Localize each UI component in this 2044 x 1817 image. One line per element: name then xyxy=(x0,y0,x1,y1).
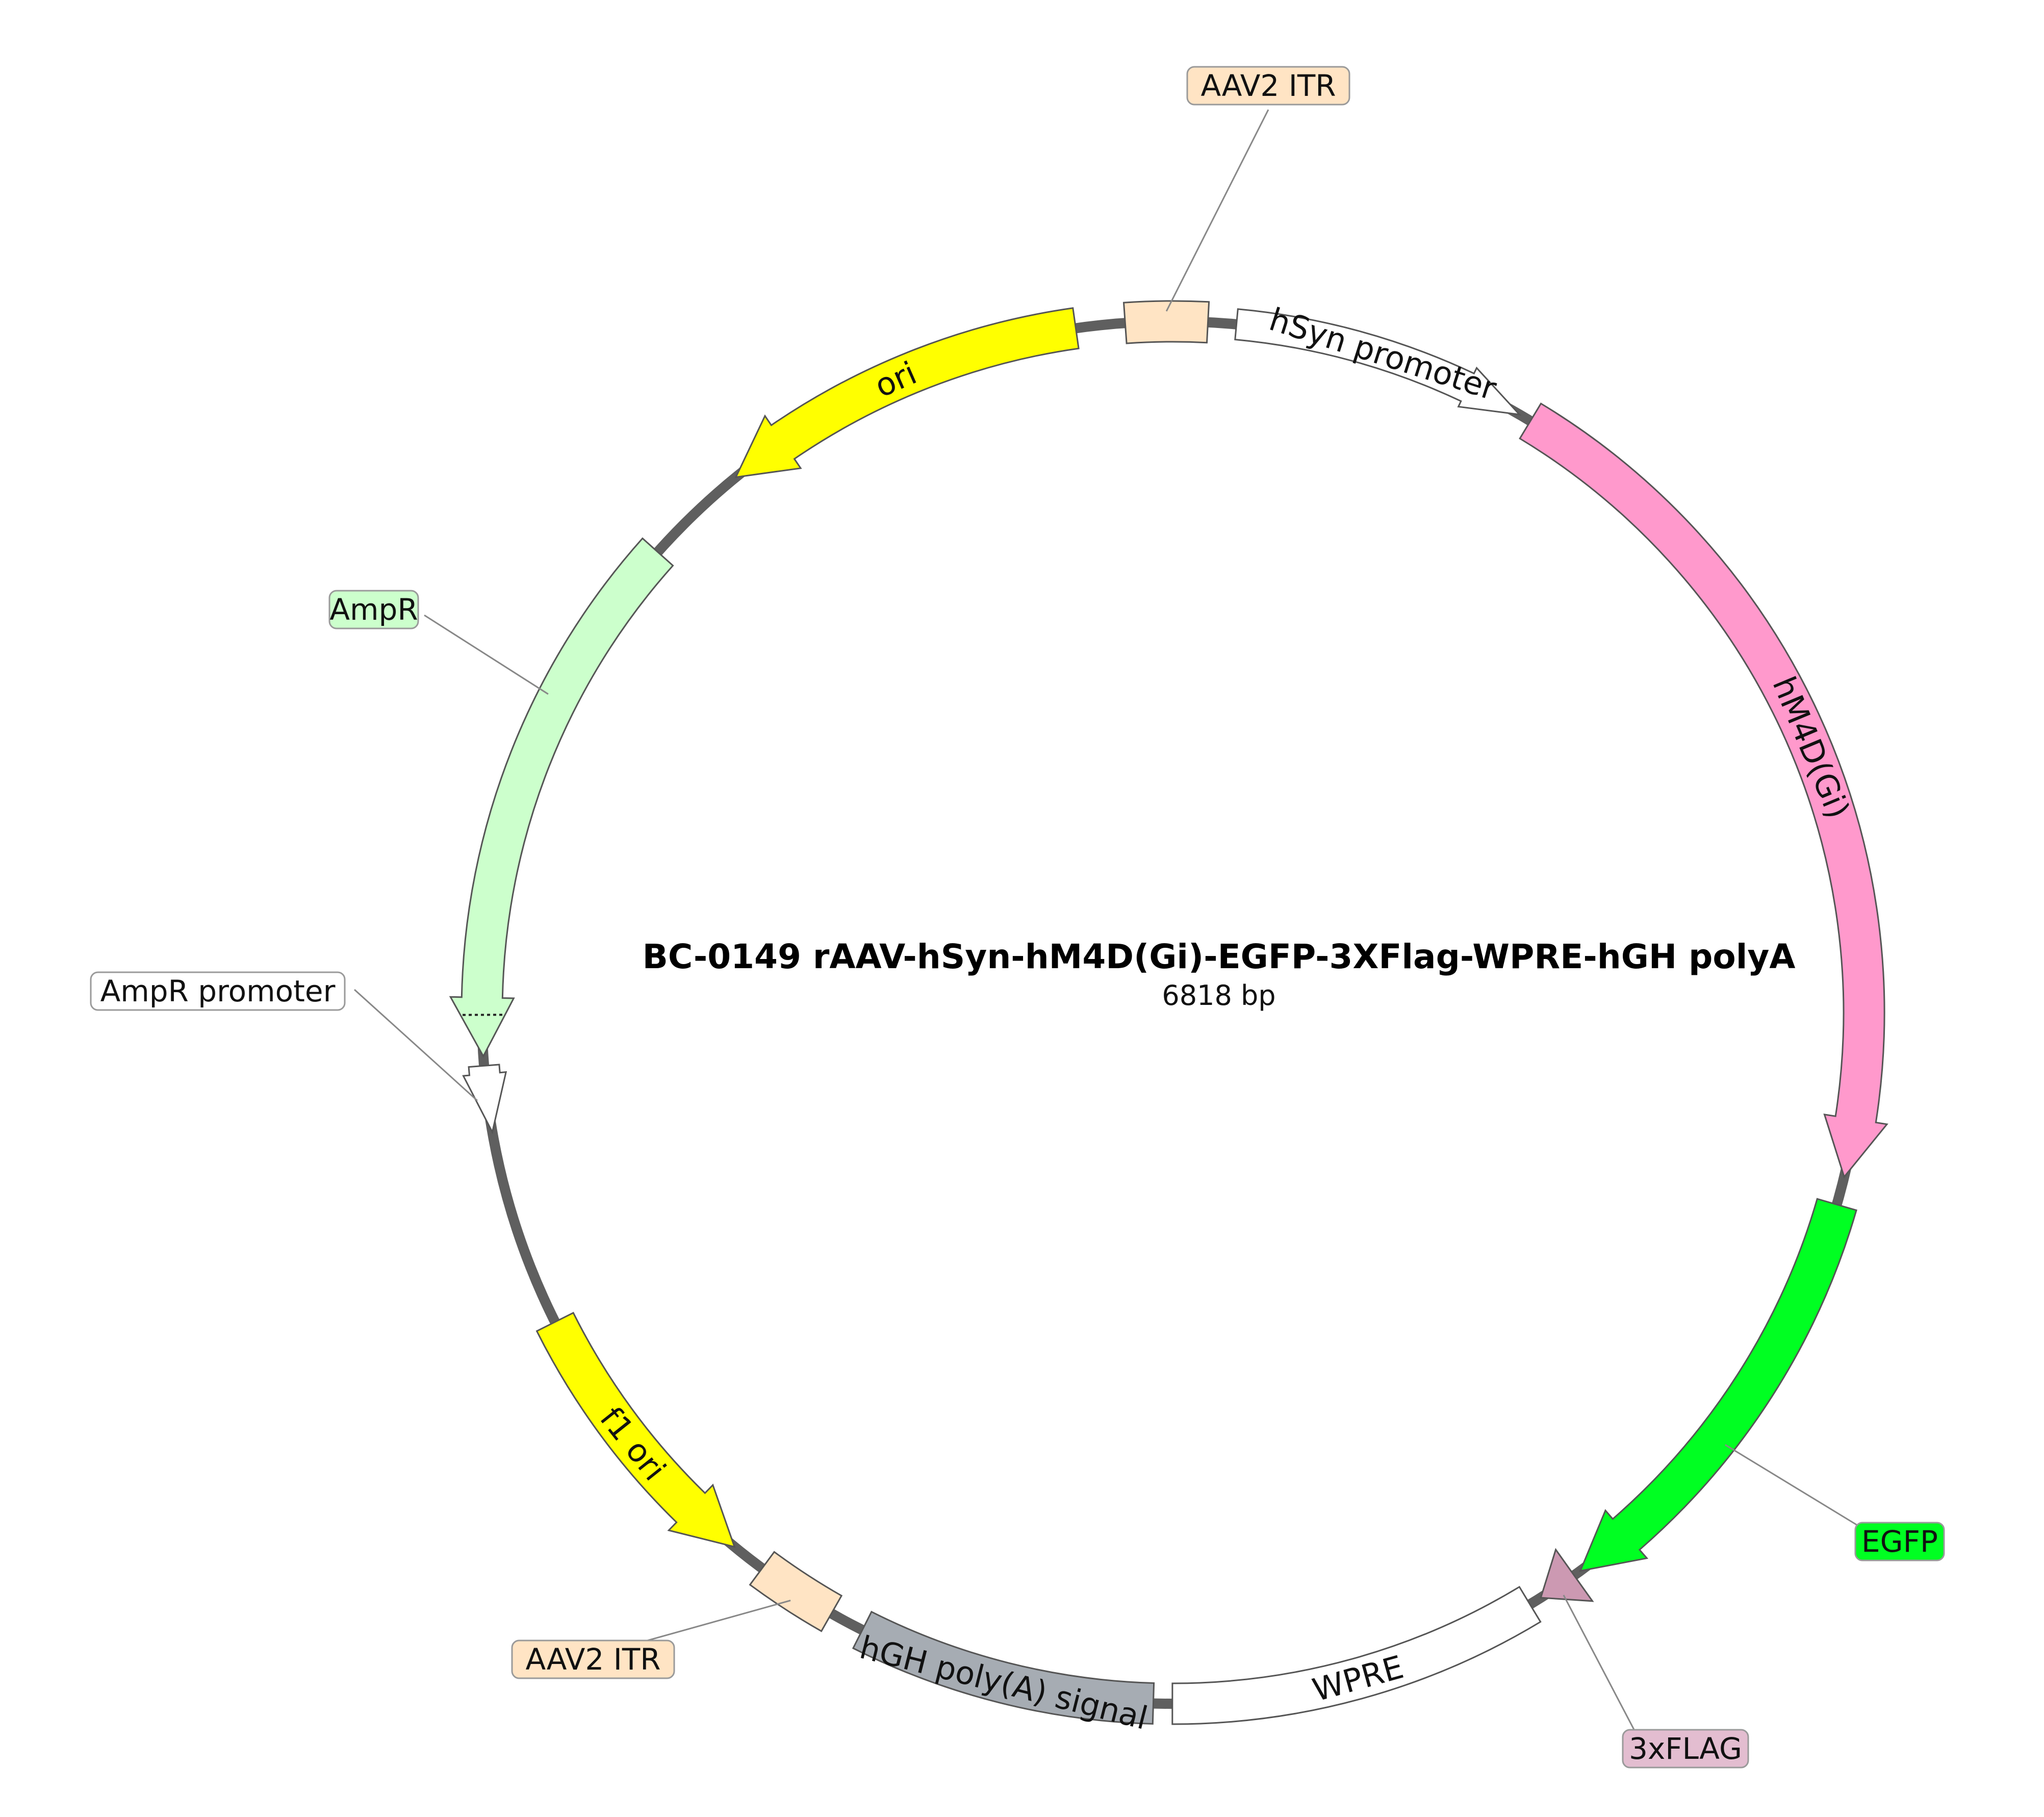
feature-label-hsyn-promoter: hSyn promoter xyxy=(1265,300,1501,408)
callout-3xflag-text: 3xFLAG xyxy=(1629,1731,1742,1766)
callout-aav2-itr-top-box xyxy=(1186,66,1350,106)
callout-aav2-itr-bottom-box xyxy=(511,1639,675,1679)
callout-ampr-box xyxy=(328,590,419,629)
feature-wpre[interactable] xyxy=(1171,1585,1542,1725)
callout-aav2-itr-top-leader xyxy=(1165,109,1269,312)
feature-ori[interactable] xyxy=(734,307,1080,478)
feature-aav2-itr-bottom[interactable] xyxy=(749,1551,843,1632)
callout-aav2-itr-bottom-leader xyxy=(636,1600,791,1645)
callout-ampr-promoter-text: AmpR promoter xyxy=(100,974,336,1008)
feature-egfp[interactable] xyxy=(1579,1198,1857,1572)
feature-layer xyxy=(449,300,1888,1725)
callout-egfp-leader xyxy=(1725,1444,1870,1533)
feature-3xflag[interactable] xyxy=(1540,1548,1594,1602)
callout-egfp-box xyxy=(1854,1522,1945,1561)
feature-f1-ori[interactable] xyxy=(535,1311,736,1548)
callout-ampr-promoter-leader xyxy=(353,989,478,1101)
callout-3xflag-box xyxy=(1622,1729,1749,1769)
feature-ampr-promoter[interactable] xyxy=(462,1064,507,1134)
callout-ampr-leader xyxy=(424,614,549,695)
callout-ampr-promoter-box xyxy=(90,971,346,1011)
callout-3xflag-leader xyxy=(1563,1595,1638,1736)
plasmid-title: BC-0149 rAAV-hSyn-hM4D(Gi)-EGFP-3XFlag-W… xyxy=(643,937,1796,976)
feature-hsyn-promoter[interactable] xyxy=(1234,308,1522,416)
feature-ampr[interactable] xyxy=(449,537,674,1058)
callout-egfp-text: EGFP xyxy=(1861,1524,1938,1559)
callout-ampr-text: AmpR xyxy=(329,592,418,627)
callout-aav2-itr-bottom-text: AAV2 ITR xyxy=(525,1642,660,1677)
feature-hm4d-gi[interactable] xyxy=(1519,402,1888,1179)
feature-hgh-polya[interactable] xyxy=(852,1610,1155,1725)
callout-layer: AAV2 ITR EGFP 3xFLAG AAV2 ITR AmpR promoter A… xyxy=(90,66,1945,1769)
plasmid-size: 6818 bp xyxy=(1162,979,1275,1012)
callout-aav2-itr-top-text: AAV2 ITR xyxy=(1200,68,1336,103)
feature-aav2-itr-top[interactable] xyxy=(1122,300,1210,344)
